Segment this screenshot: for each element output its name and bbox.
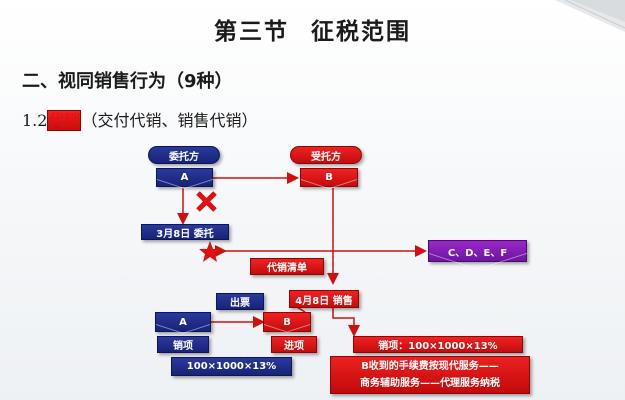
cross-icon (196, 191, 217, 212)
node-a-top-label: A (180, 172, 189, 183)
sub-heading-detail: （交付代销、销售代销） (81, 111, 258, 130)
corner-decoration (555, 0, 625, 32)
slide-title: 第三节征税范围 (0, 12, 625, 46)
fee-note-line-2: 商务辅助服务——代理服务纳税 (360, 378, 500, 389)
slide-title-section: 第三节 (214, 19, 289, 45)
others-box: C、D、E、F (428, 240, 527, 262)
node-a-top: A (156, 168, 213, 187)
sub-heading-keyword: 代销 (47, 110, 82, 131)
node-b-bottom-label: B (283, 316, 291, 328)
section-heading: 二、视同销售行为（9种） (22, 71, 233, 92)
node-b-top: B (300, 168, 358, 187)
consignee-label: 受托方 (290, 146, 362, 164)
calc-right-box: 销项：100×1000×13% (353, 336, 523, 353)
invoice-box: 出票 (216, 293, 264, 310)
consignor-label: 委托方 (148, 146, 220, 164)
sub-heading: 1.2代销（交付代销、销售代销） (22, 107, 257, 131)
node-a-bottom-label: A (179, 316, 187, 328)
slide-title-topic: 征税范围 (311, 19, 411, 45)
arrow-sale-to-output (332, 308, 360, 337)
node-b-bottom: B (263, 312, 311, 332)
output-tax-left-box: 销项 (157, 336, 209, 353)
star-icon (199, 241, 221, 262)
fee-note-line-1: B收到的手续费按现代服务—— (361, 361, 499, 372)
others-label: C、D、E、F (447, 247, 508, 259)
consign-date-box: 3月8日 委托 (141, 224, 229, 240)
sub-heading-number: 1.2 (22, 111, 48, 130)
fee-note-box: B收到的手续费按现代服务—— 商务辅助服务——代理服务纳税 (330, 356, 530, 394)
sales-list-box: 代销清单 (250, 258, 324, 275)
node-b-top-label: B (325, 172, 333, 183)
input-tax-box: 进项 (271, 336, 317, 353)
sale-date-box: 4月8日 销售 (289, 290, 359, 308)
calc-left-box: 100×1000×13% (171, 357, 292, 376)
node-a-bottom: A (155, 312, 211, 332)
